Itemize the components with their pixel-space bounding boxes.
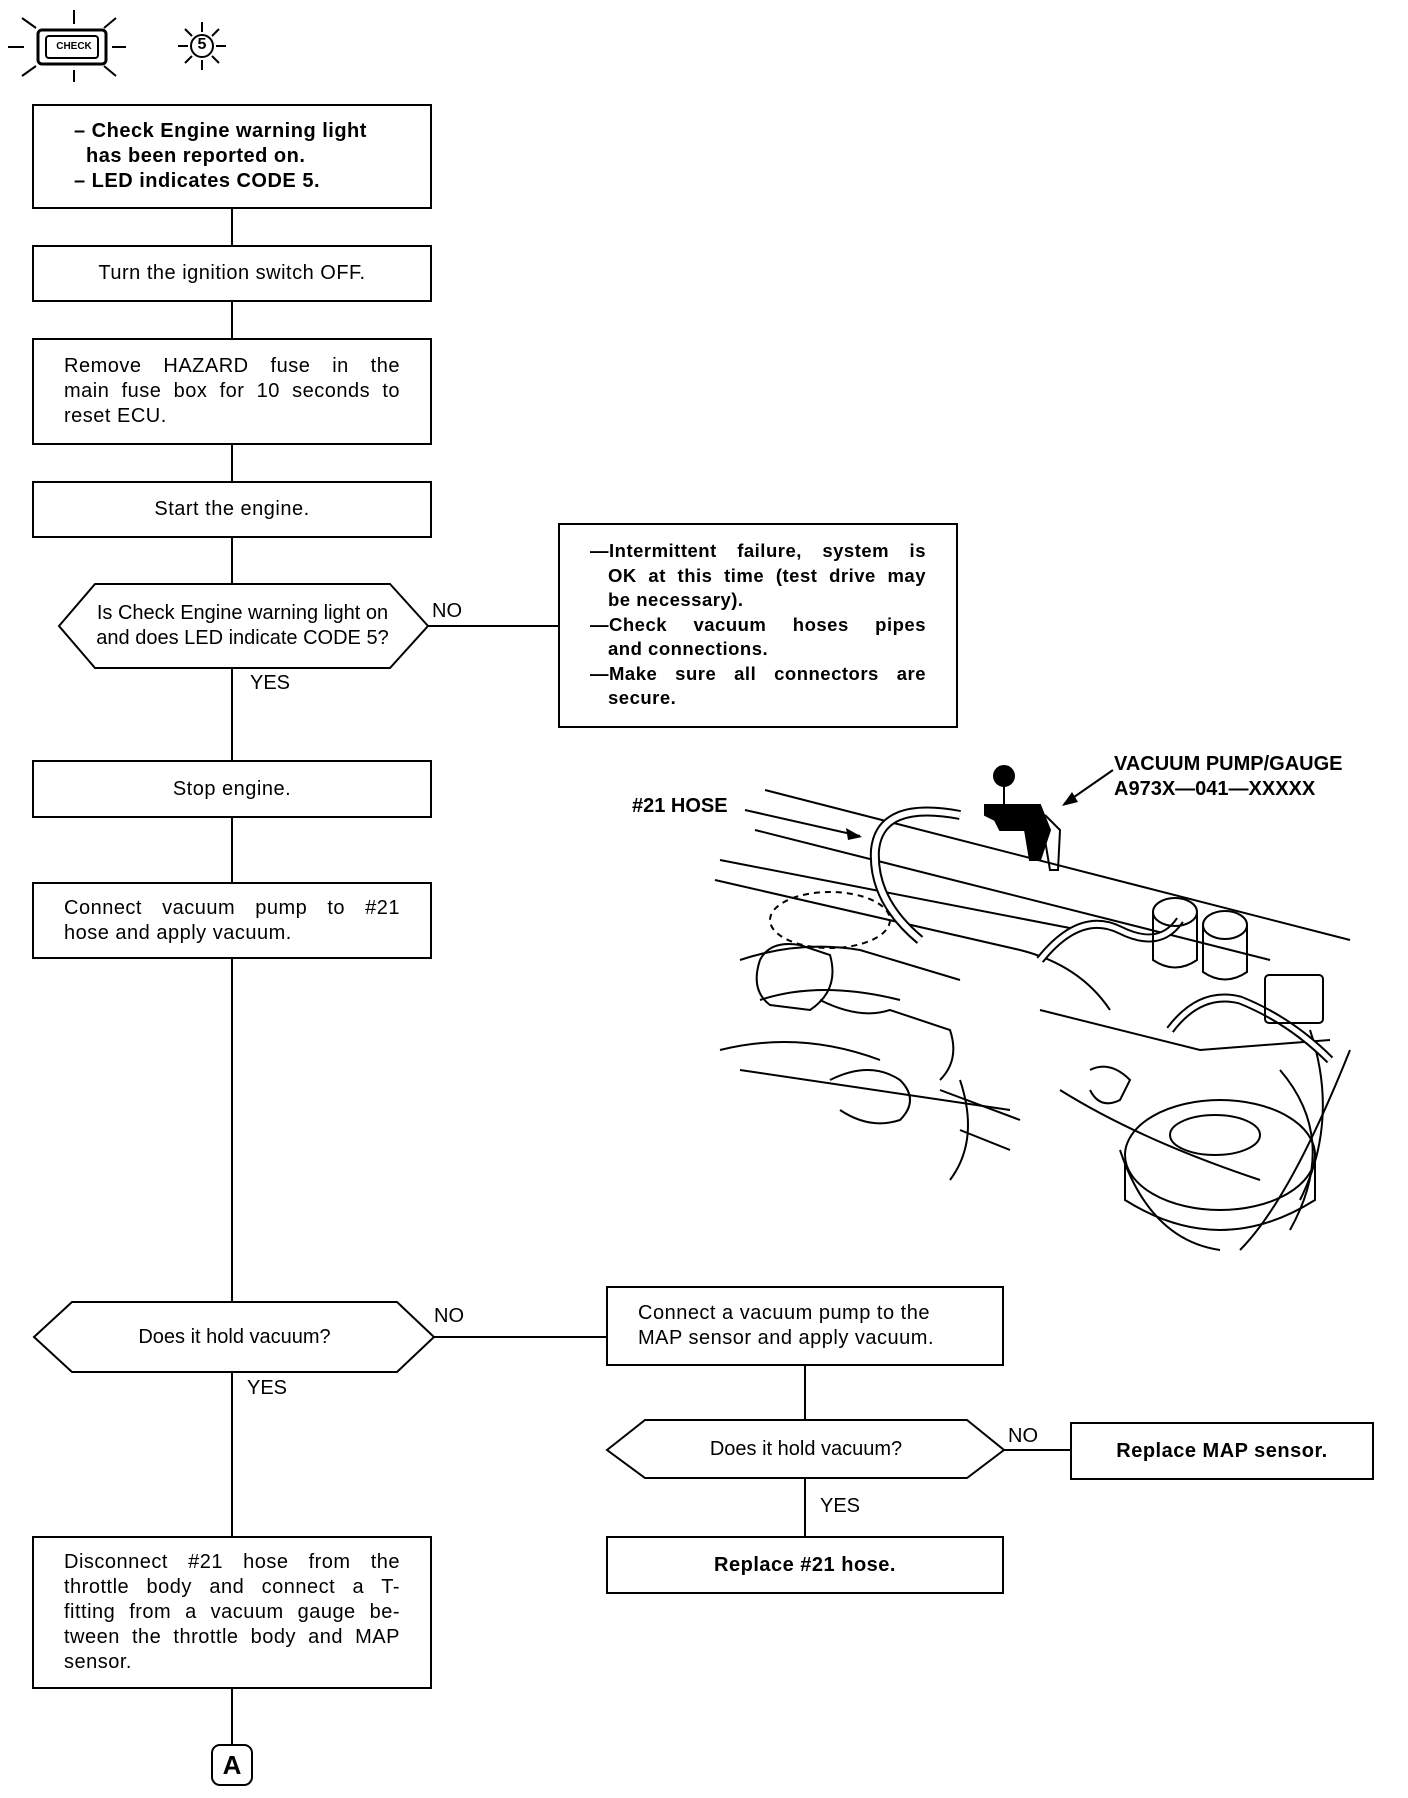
engine-bay-illustration <box>714 765 1351 1251</box>
step-6-line-1: Connect vacuum pump to #21 <box>64 896 400 919</box>
step-start-engine: Start the engine. <box>32 481 432 538</box>
note-line-6: —Make sure all connectors are <box>590 662 926 684</box>
check-engine-icon <box>8 10 126 82</box>
decision-2-shape <box>32 1301 436 1373</box>
step-disconnect-hose-t-fitting: Disconnect #21 hose from the throttle bo… <box>32 1536 432 1689</box>
step-3-line-2: main fuse box for 10 seconds to <box>64 380 400 402</box>
decision-3-text: Does it hold vacuum? <box>709 1437 903 1460</box>
replace-map-text: Replace MAP sensor. <box>1116 1439 1328 1462</box>
step-3-line-3: reset ECU. <box>64 405 167 427</box>
note-intermittent-failure: —Intermittent failure, system is OK at t… <box>558 523 958 728</box>
step-7-line-1: Disconnect #21 hose from the <box>64 1551 400 1573</box>
step-1-line-1: – Check Engine warning light <box>74 120 367 142</box>
step-connect-pump-map-sensor: Connect a vacuum pump to the MAP sensor … <box>606 1286 1004 1366</box>
decision-3-shape <box>605 1419 1006 1479</box>
decision-1-no-label: NO <box>432 600 462 622</box>
replace-hose-text: Replace #21 hose. <box>714 1553 896 1576</box>
action-replace-map-sensor: Replace MAP sensor. <box>1070 1422 1374 1480</box>
blink-code-5-label: 5 <box>197 36 207 53</box>
hose-21-callout: #21 HOSE <box>632 795 728 817</box>
decision-2-text: Does it hold vacuum? <box>138 1325 331 1348</box>
check-engine-icon-label: CHECK <box>56 41 92 52</box>
decision-hold-vacuum-1: Does it hold vacuum? <box>72 1307 397 1367</box>
decision-check-engine-light: Is Check Engine warning light on and doe… <box>95 594 390 658</box>
decision-1-line-1: Is Check Engine warning light on <box>96 602 389 624</box>
decision-hold-vacuum-2: Does it hold vacuum? <box>645 1423 967 1475</box>
right-step-1-line-2: MAP sensor and apply vacuum. <box>638 1327 935 1349</box>
step-7-line-5: sensor. <box>64 1651 132 1673</box>
hose-callout-arrowhead <box>846 828 862 840</box>
right-step-1-line-1: Connect a vacuum pump to the <box>638 1302 930 1324</box>
step-7-line-4: tween the throttle body and MAP <box>64 1626 400 1648</box>
step-7-line-2: throttle body and connect a T- <box>64 1576 400 1598</box>
decision-2-yes-label: YES <box>247 1377 288 1399</box>
step-remove-hazard-fuse: Remove HAZARD fuse in the main fuse box … <box>32 338 432 445</box>
blink-code-5-icon <box>178 22 226 70</box>
vacuum-pump-callout-line-2: A973X—041—XXXXX <box>1114 778 1316 800</box>
note-line-3: be necessary). <box>608 589 744 610</box>
step-1-line-2: has been reported on. <box>86 145 306 167</box>
decision-2-no-label: NO <box>434 1305 464 1327</box>
step-3-line-1: Remove HAZARD fuse in the <box>64 355 400 377</box>
note-line-5: and connections. <box>608 638 769 659</box>
step-check-engine-reported: – Check Engine warning light has been re… <box>32 104 432 209</box>
step-ignition-off: Turn the ignition switch OFF. <box>32 245 432 302</box>
action-replace-hose: Replace #21 hose. <box>606 1536 1004 1594</box>
pump-callout-arrowhead <box>1062 792 1078 806</box>
decision-1-line-2: and does LED indicate CODE 5? <box>96 627 389 649</box>
note-line-4: —Check vacuum hoses pipes <box>590 613 926 635</box>
decision-3-yes-label: YES <box>820 1495 861 1517</box>
step-2-text: Turn the ignition switch OFF. <box>98 262 366 284</box>
note-line-2: OK at this time (test drive may <box>608 564 926 586</box>
step-6-line-2: hose and apply vacuum. <box>64 921 292 944</box>
decision-1-yes-label: YES <box>250 672 291 694</box>
step-5-text: Stop engine. <box>172 777 292 800</box>
note-line-7: secure. <box>608 687 677 708</box>
step-1-line-3: – LED indicates CODE 5. <box>74 170 321 192</box>
vacuum-pump-callout-line-1: VACUUM PUMP/GAUGE <box>1114 753 1343 775</box>
connector-a: A <box>211 1744 253 1786</box>
step-stop-engine: Stop engine. <box>32 760 432 818</box>
decision-1-shape <box>57 583 430 669</box>
step-7-line-3: fitting from a vacuum gauge be- <box>64 1601 400 1623</box>
note-line-1: —Intermittent failure, system is <box>590 540 926 561</box>
step-4-text: Start the engine. <box>154 498 310 520</box>
step-connect-vacuum-pump: Connect vacuum pump to #21 hose and appl… <box>32 882 432 959</box>
decision-3-no-label: NO <box>1008 1425 1038 1447</box>
